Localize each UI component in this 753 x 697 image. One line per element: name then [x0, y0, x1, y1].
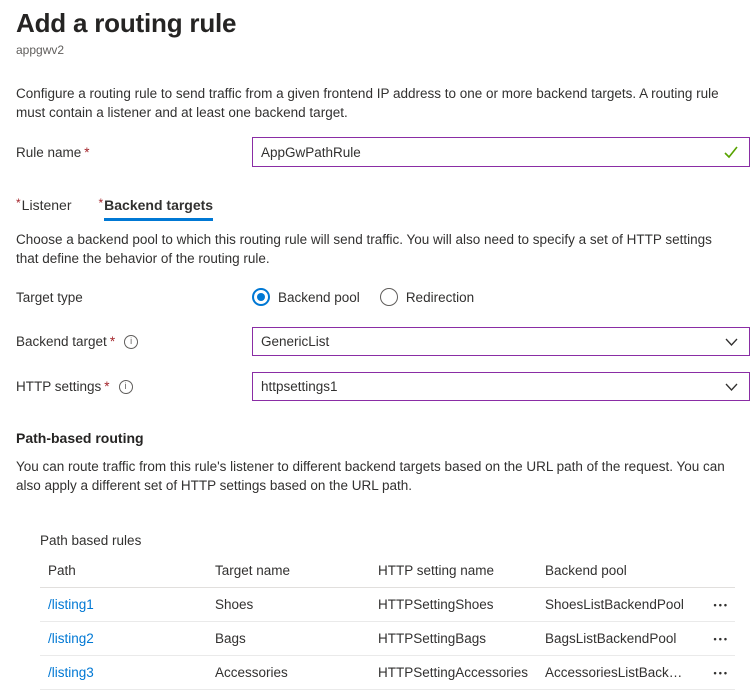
more-options-icon[interactable]: ••• — [713, 633, 729, 644]
path-based-routing-description: You can route traffic from this rule's l… — [16, 459, 725, 493]
more-options-icon[interactable]: ••• — [713, 667, 729, 678]
required-asterisk: * — [104, 379, 110, 394]
required-asterisk: * — [109, 334, 116, 349]
http-setting-cell: HTTPSettingAccessories — [378, 665, 529, 680]
column-header-backend-pool: Backend pool — [545, 563, 627, 578]
rule-name-row: Rule name* — [16, 137, 753, 167]
target-name-cell: Shoes — [215, 597, 254, 612]
chevron-down-icon — [725, 334, 738, 349]
radio-backend-pool[interactable]: Backend pool — [252, 288, 360, 306]
path-link[interactable]: /listing2 — [48, 631, 94, 646]
path-based-rules-label: Path based rules — [40, 533, 142, 548]
backend-pool-cell: AccessoriesListBackendP... — [545, 665, 695, 680]
http-settings-select[interactable]: httpsettings1 — [252, 372, 750, 401]
path-link[interactable]: /listing1 — [48, 597, 94, 612]
target-type-row: Target type Backend pool Redirection — [16, 288, 753, 306]
target-name-cell: Bags — [215, 631, 246, 646]
intro-text: Configure a routing rule to send traffic… — [16, 86, 719, 120]
valid-checkmark-icon — [723, 145, 739, 159]
http-settings-label: HTTP settings* i — [16, 379, 252, 394]
radio-redirection[interactable]: Redirection — [379, 288, 474, 306]
info-icon[interactable]: i — [118, 379, 133, 394]
chevron-down-icon — [725, 379, 738, 394]
more-options-icon[interactable]: ••• — [713, 599, 729, 610]
required-asterisk: * — [84, 144, 90, 160]
http-setting-cell: HTTPSettingBags — [378, 631, 487, 646]
backend-pool-cell: ShoesListBackendPool — [545, 597, 684, 612]
column-header-http-setting-name: HTTP setting name — [378, 563, 495, 578]
backend-target-row: Backend target* i GenericList — [16, 327, 753, 356]
table-row: /listing2 Bags HTTPSettingBags BagsListB… — [40, 622, 735, 656]
backend-target-select[interactable]: GenericList — [252, 327, 750, 356]
radio-unselected-icon — [379, 288, 398, 306]
column-header-target-name: Target name — [215, 563, 291, 578]
table-header-row: Path Target name HTTP setting name Backe… — [40, 558, 735, 588]
tab-listener[interactable]: *Listener — [16, 196, 72, 213]
http-setting-cell: HTTPSettingShoes — [378, 597, 494, 612]
http-settings-row: HTTP settings* i httpsettings1 — [16, 372, 753, 401]
backend-target-label: Backend target* i — [16, 334, 252, 349]
rule-name-input[interactable] — [253, 144, 723, 160]
path-rules-table: Path Target name HTTP setting name Backe… — [40, 558, 735, 690]
page-subtitle: appgwv2 — [16, 43, 65, 57]
target-type-label: Target type — [16, 289, 83, 305]
table-row: /listing3 Accessories HTTPSettingAccesso… — [40, 656, 735, 690]
path-link[interactable]: /listing3 — [48, 665, 94, 680]
info-icon[interactable]: i — [124, 334, 139, 349]
page-title: Add a routing rule — [16, 8, 237, 38]
target-name-cell: Accessories — [215, 665, 288, 680]
target-type-radio-group: Backend pool Redirection — [252, 288, 474, 306]
rule-name-field — [252, 137, 750, 167]
tab-bar: *Listener *Backend targets — [16, 196, 753, 221]
table-row: /listing1 Shoes HTTPSettingShoes ShoesLi… — [40, 588, 735, 622]
path-based-routing-heading: Path-based routing — [16, 430, 144, 446]
backend-section-description: Choose a backend pool to which this rout… — [16, 232, 712, 266]
rule-name-label: Rule name* — [16, 144, 90, 160]
column-header-path: Path — [48, 563, 76, 578]
backend-pool-cell: BagsListBackendPool — [545, 631, 677, 646]
tab-backend-targets[interactable]: *Backend targets — [98, 196, 214, 221]
radio-selected-icon — [252, 288, 270, 306]
